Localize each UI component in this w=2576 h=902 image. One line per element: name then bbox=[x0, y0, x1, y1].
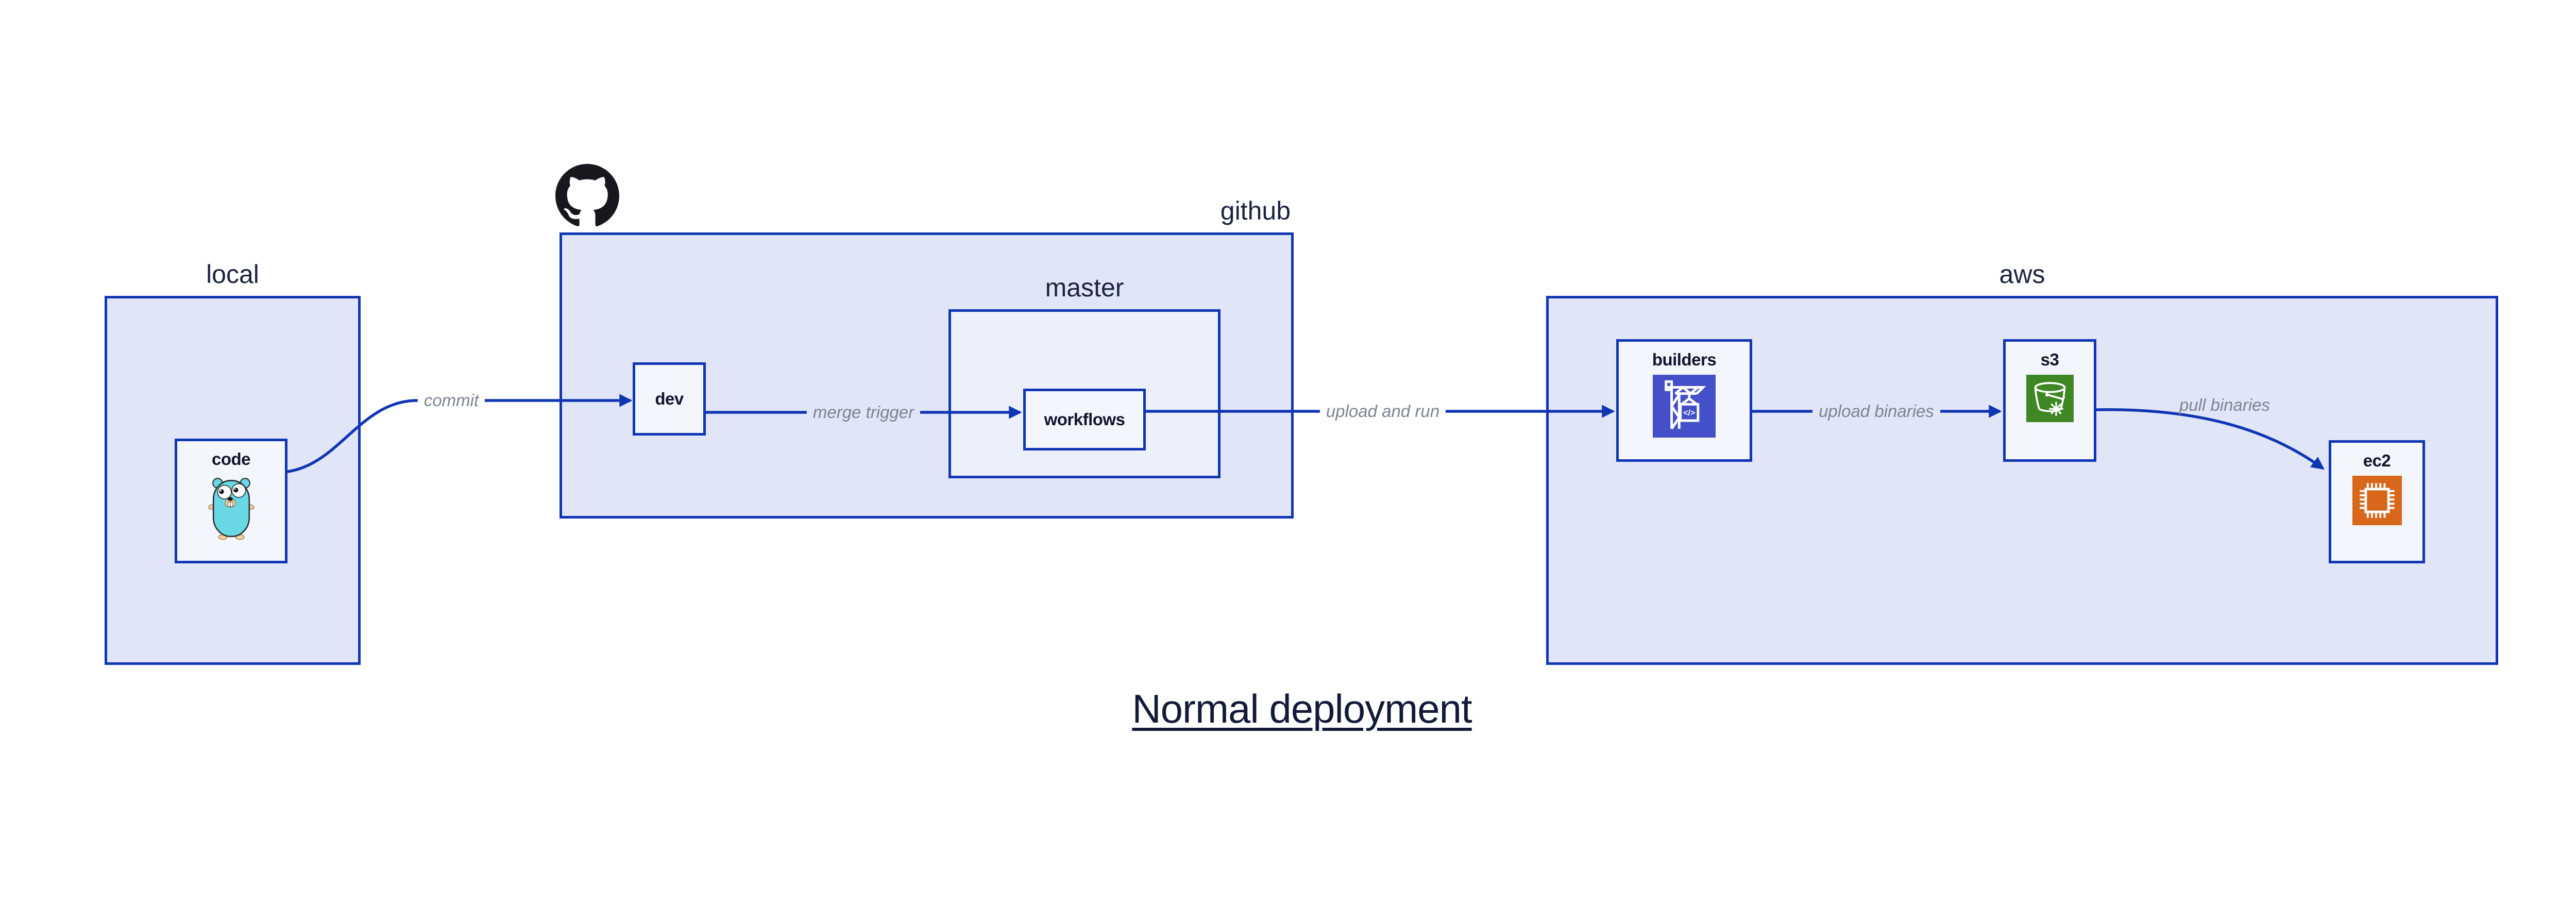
aws-container-label: aws bbox=[1999, 260, 2045, 289]
github-octocat-logo-icon bbox=[555, 164, 619, 226]
ec2-chip-icon bbox=[2352, 476, 2402, 525]
builders-node-label: builders bbox=[1652, 350, 1717, 369]
s3-node: s3 bbox=[2003, 339, 2096, 462]
go-gopher-icon bbox=[205, 474, 258, 540]
code-node-label: code bbox=[211, 449, 251, 469]
codebuild-crane-icon: </> bbox=[1653, 375, 1716, 438]
dev-node-label: dev bbox=[655, 389, 684, 408]
upload-and-run-edge-label: upload and run bbox=[1319, 400, 1446, 422]
s3-node-label: s3 bbox=[2040, 350, 2059, 369]
upload-binaries-edge-label: upload binaries bbox=[1812, 400, 1940, 422]
builders-node: builders </> bbox=[1616, 339, 1752, 462]
workflows-node-label: workflows bbox=[1044, 410, 1125, 429]
master-branch-label: master bbox=[1045, 273, 1124, 302]
pull-binaries-edge-label: pull binaries bbox=[2179, 395, 2270, 414]
code-node: code bbox=[175, 439, 287, 563]
merge-trigger-edge-label: merge trigger bbox=[806, 402, 921, 423]
workflows-node: workflows bbox=[1023, 389, 1146, 450]
local-container-label: local bbox=[206, 260, 259, 289]
ec2-node-label: ec2 bbox=[2363, 451, 2391, 470]
codebuild-code-glyph: </> bbox=[1683, 409, 1695, 417]
dev-branch-node: dev bbox=[633, 362, 706, 436]
github-container-label: github bbox=[1220, 196, 1291, 225]
commit-edge-label: commit bbox=[417, 390, 485, 411]
diagram-title: Normal deployment bbox=[1132, 686, 1472, 731]
ec2-node: ec2 bbox=[2329, 440, 2425, 563]
s3-glacier-bucket-icon bbox=[2026, 375, 2074, 422]
